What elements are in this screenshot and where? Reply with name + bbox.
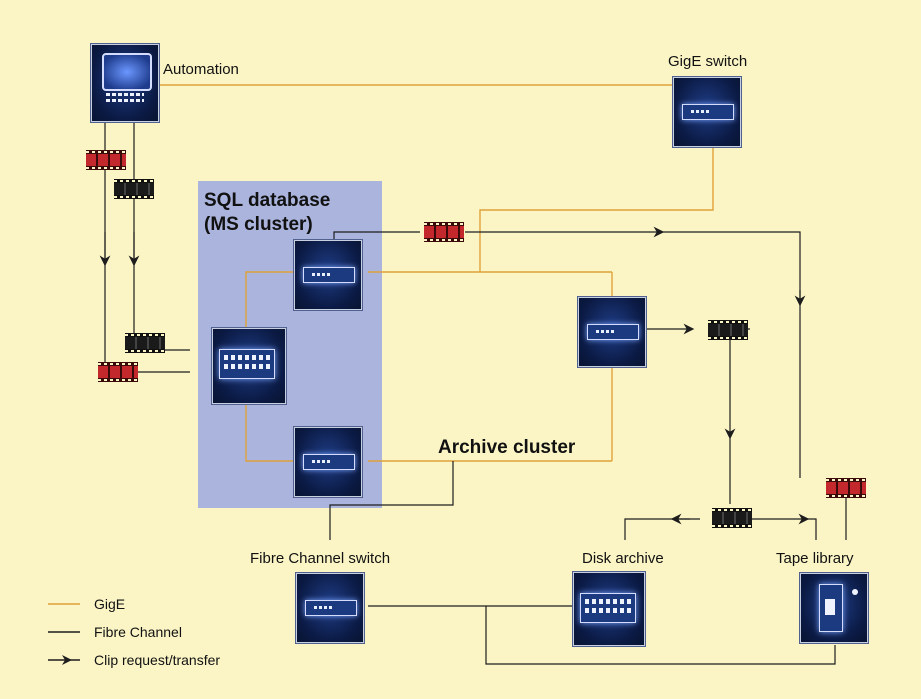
legend-item-gige: GigE (48, 592, 220, 616)
fibre-line-icon (48, 631, 80, 633)
film-reel-icon (98, 362, 138, 382)
film-reel-icon (125, 333, 165, 353)
gige-switch-label: GigE switch (668, 53, 748, 70)
tape-icon (819, 584, 858, 632)
gige-switch-device[interactable] (673, 77, 741, 147)
legend-item-clip-request: Clip request/transfer (48, 648, 220, 672)
server-icon (587, 324, 639, 340)
legend: GigE Fibre Channel Clip request/transfer (48, 592, 220, 676)
storage-icon (580, 593, 636, 623)
storage-icon (219, 349, 275, 379)
automation-label: Automation (163, 61, 239, 78)
tape-library-label: Tape library (776, 550, 854, 567)
film-reel-icon (424, 222, 464, 242)
archive-cluster-label: Archive cluster (438, 437, 576, 458)
gige-link-switch-down (479, 146, 714, 272)
fibre-channel-switch-device[interactable] (296, 573, 364, 643)
film-reel-icon (712, 508, 752, 528)
film-reel-icon (708, 320, 748, 340)
archive-server[interactable] (578, 297, 646, 367)
server-icon (303, 267, 355, 283)
sql-database-subtitle: (MS cluster) (204, 214, 313, 235)
legend-label: Clip request/transfer (94, 652, 221, 668)
legend-label: GigE (94, 596, 126, 612)
switch-icon (305, 600, 357, 616)
server-icon (303, 454, 355, 470)
sql-server-bottom[interactable] (294, 427, 362, 497)
switch-icon (682, 104, 734, 120)
automation-workstation[interactable] (91, 44, 159, 122)
film-reel-icon (86, 150, 126, 170)
film-reel-icon (114, 179, 154, 199)
disk-archive-label: Disk archive (582, 550, 664, 567)
fibre-channel-switch-label: Fibre Channel switch (250, 550, 391, 567)
legend-label: Fibre Channel (94, 624, 182, 640)
tape-library-device[interactable] (800, 573, 868, 643)
disk-archive-device[interactable] (573, 572, 645, 646)
sql-database-title: SQL database (204, 190, 331, 211)
gige-links (157, 84, 714, 462)
sql-storage-node[interactable] (212, 328, 286, 404)
legend-item-fibre-channel: Fibre Channel (48, 620, 220, 644)
film-reel-icon (826, 478, 866, 498)
arrow-icon (48, 655, 80, 665)
monitor-icon (102, 53, 152, 91)
gige-line-icon (48, 603, 80, 605)
sql-server-top[interactable] (294, 240, 362, 310)
